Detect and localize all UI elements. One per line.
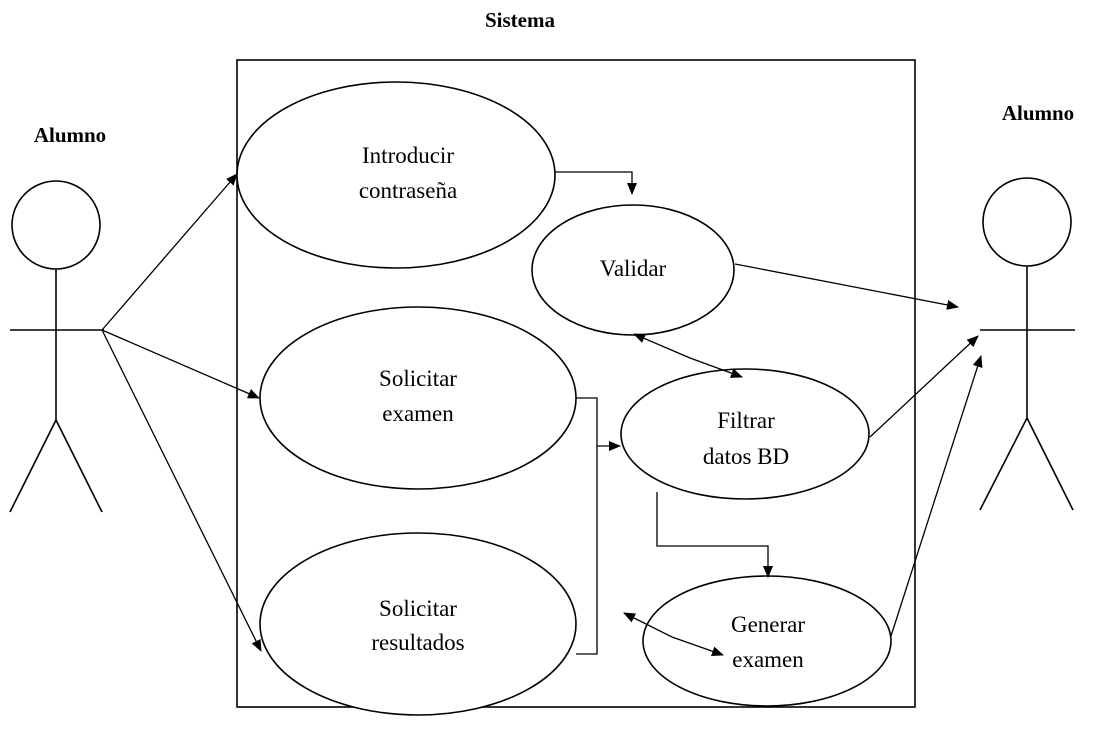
- usecase-introducir-contrasena-line2: contraseña: [359, 178, 457, 203]
- usecase-solicitar-resultados-line1: Solicitar: [379, 596, 457, 621]
- usecase-solicitar-examen: Solicitar examen: [259, 306, 577, 490]
- usecase-validar: Validar: [531, 204, 735, 336]
- usecase-validar-line1: Validar: [600, 256, 667, 281]
- usecase-solicitar-examen-line2: examen: [382, 401, 454, 426]
- usecase-solicitar-resultados: Solicitar resultados: [259, 532, 577, 716]
- usecase-filtrar-datos-bd-line2: datos BD: [703, 444, 789, 469]
- actor-left-stick-figure: [9, 180, 104, 513]
- usecase-generar-examen-line1: Generar: [731, 612, 805, 637]
- usecase-generar-examen-line2: examen: [732, 647, 804, 672]
- usecase-introducir-contrasena-line1: Introducir: [362, 143, 454, 168]
- system-boundary: [236, 59, 916, 708]
- usecase-generar-examen: examen: [642, 575, 892, 707]
- usecase-solicitar-examen-line1: Solicitar: [379, 366, 457, 391]
- actor-right-label: Alumno: [1002, 101, 1074, 125]
- connectors: [101, 171, 983, 657]
- actor-left-label: Alumno: [34, 123, 106, 147]
- system-title: Sistema: [485, 8, 555, 32]
- usecase-filtrar-datos-bd: Filtrar datos BD: [620, 368, 870, 500]
- usecase-solicitar-resultados-line2: resultados: [371, 630, 464, 655]
- usecase-filtrar-datos-bd-line1: Filtrar: [717, 408, 775, 433]
- actor-right-stick-figure: [979, 177, 1075, 511]
- usecase-introducir-contrasena: Introducir contraseña: [236, 81, 556, 269]
